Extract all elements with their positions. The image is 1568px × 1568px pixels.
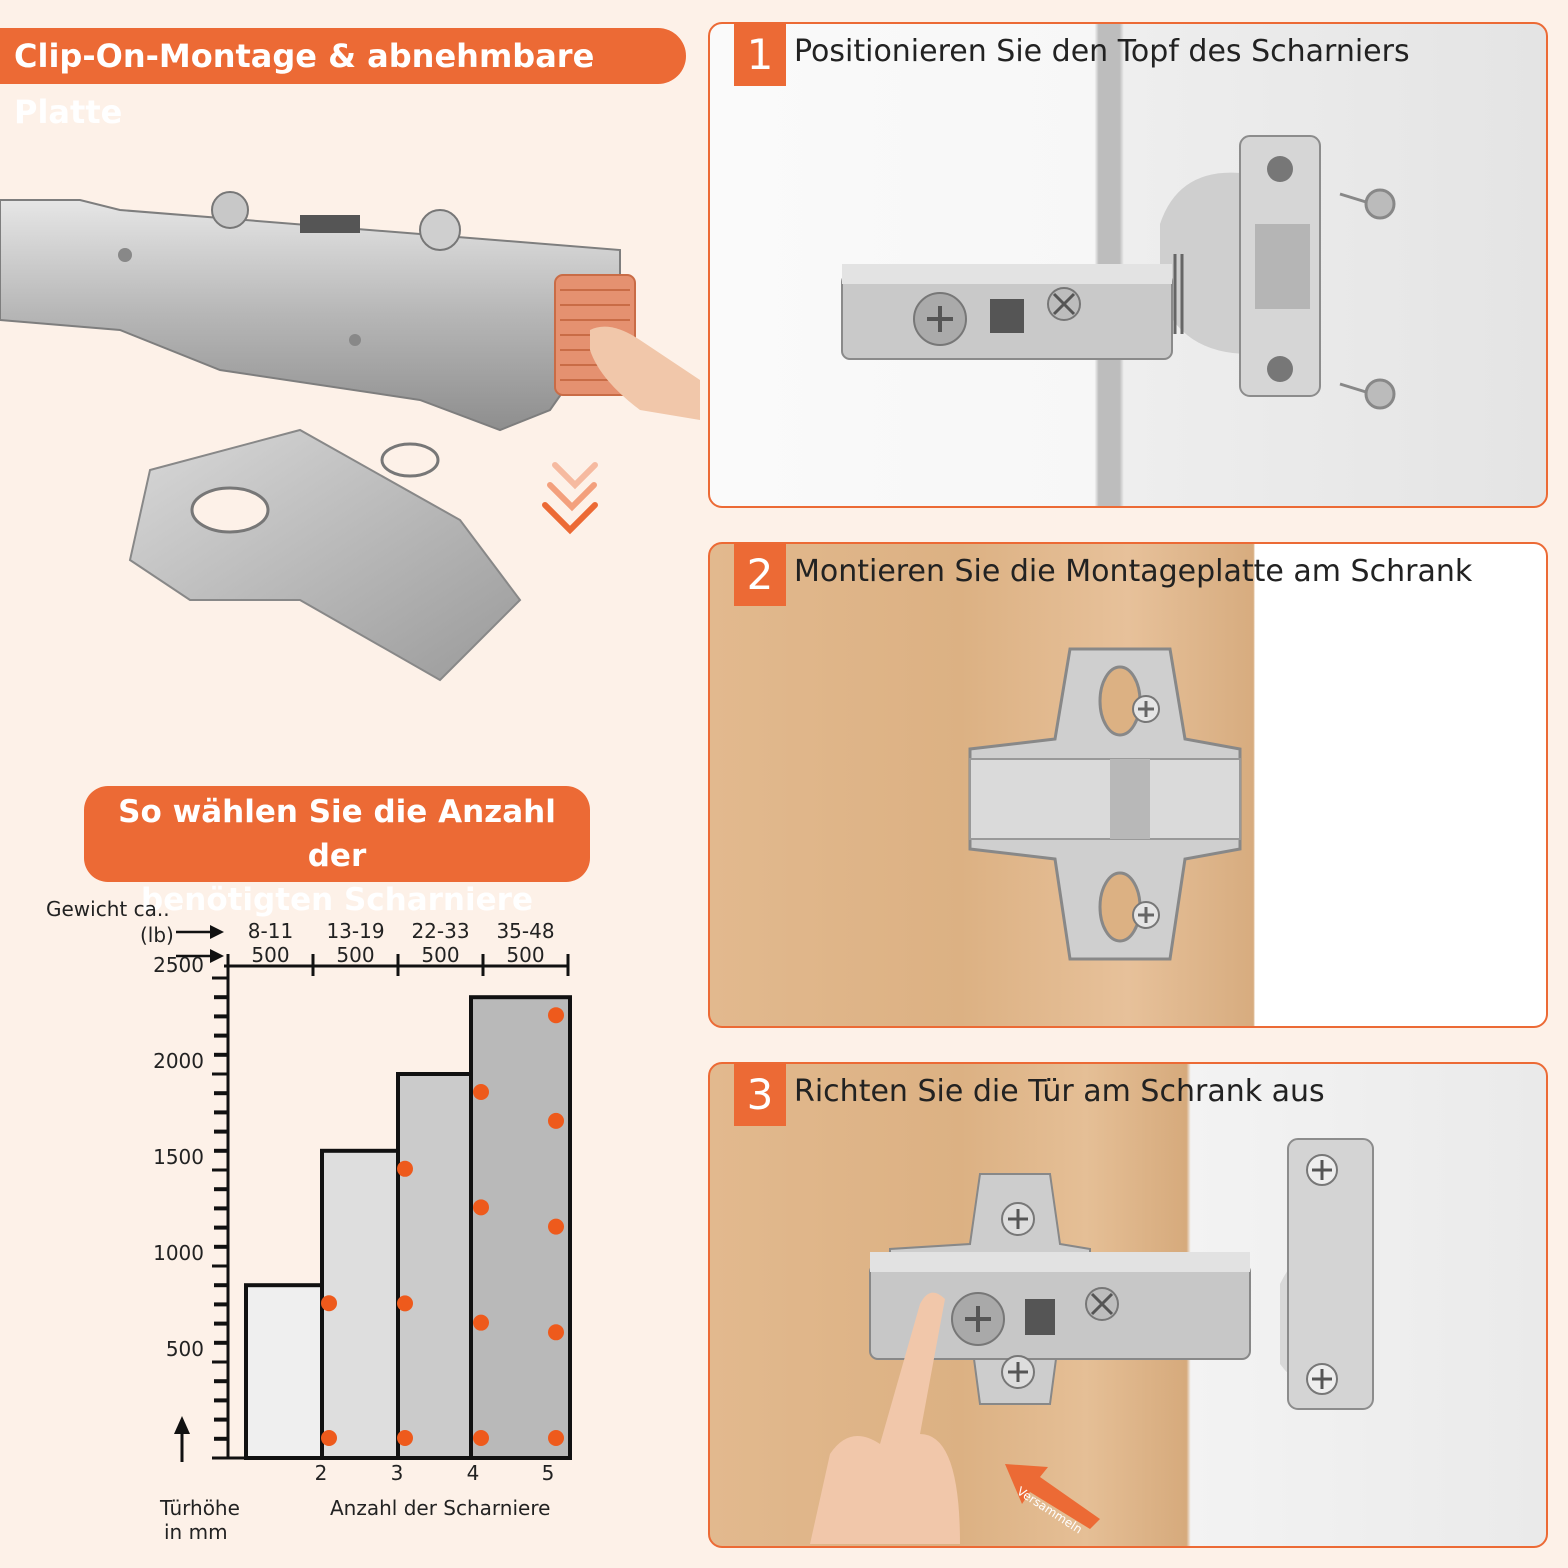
x-axis-label: Anzahl der Scharniere	[330, 1496, 550, 1520]
hinge-dot	[473, 1084, 489, 1100]
step-number: 3	[734, 1064, 786, 1126]
mounting-plate-illustration	[968, 647, 1242, 961]
width-tick-label: 500	[336, 943, 374, 967]
y-tick-label: 2000	[153, 1049, 204, 1073]
step-number: 2	[734, 544, 786, 606]
y-tick-label: 2500	[153, 953, 204, 977]
y-axis-label-line2: in mm	[164, 1520, 228, 1544]
x-tick-label: 5	[542, 1461, 555, 1485]
step-panel-3: 3 Richten Sie die Tür am Schrank aus Ver…	[708, 1062, 1548, 1548]
chart-title-line2: benötigten Scharniere	[141, 882, 533, 918]
hinge-dot	[321, 1430, 337, 1446]
hinge-dot	[397, 1160, 413, 1177]
x-tick-label: 2	[315, 1461, 328, 1485]
hinge-dot	[548, 1218, 564, 1235]
hinge-dot	[397, 1295, 413, 1312]
hinge-dot	[548, 1430, 564, 1446]
width-tick-label: 500	[251, 943, 289, 967]
weight-label-line1: Gewicht ca..	[46, 897, 170, 921]
y-axis-label-line1: Türhöhe	[159, 1496, 240, 1520]
hinge-dot	[548, 1007, 564, 1024]
hinge-dot	[473, 1199, 489, 1216]
y-tick-label: 1000	[153, 1241, 204, 1265]
weight-label-line2: (lb)	[140, 923, 174, 947]
y-tick-label: 500	[166, 1337, 204, 1361]
hinge-illustration	[0, 191, 700, 682]
hinge-dot	[548, 1112, 564, 1129]
x-tick-label: 3	[391, 1461, 404, 1485]
step-panel-1: 1 Positionieren Sie den Topf des Scharni…	[708, 22, 1548, 508]
weight-tick-label: 35-48	[496, 919, 554, 943]
hinge-dot	[548, 1324, 564, 1341]
width-tick-label: 500	[506, 943, 544, 967]
step-text: Montieren Sie die Montageplatte am Schra…	[794, 554, 1473, 589]
step-number: 1	[734, 24, 786, 86]
chart-title-line1: So wählen Sie die Anzahl der	[118, 794, 556, 874]
hinge-dot	[321, 1295, 337, 1312]
hinge-dot	[473, 1430, 489, 1446]
width-tick-label: 500	[421, 943, 459, 967]
weight-tick-label: 8-11	[248, 919, 293, 943]
assembly-arrow-icon	[1005, 1464, 1100, 1529]
chart-title: So wählen Sie die Anzahl der benötigten …	[84, 786, 590, 918]
step-text: Richten Sie die Tür am Schrank aus	[794, 1074, 1325, 1109]
step-panel-2: 2 Montieren Sie die Montageplatte am Sch…	[708, 542, 1548, 1028]
door-alignment-illustration	[810, 1138, 1374, 1544]
weight-tick-label: 22-33	[411, 919, 469, 943]
weight-arrow-icon	[176, 925, 224, 963]
hinge-cup-illustration	[841, 135, 1396, 410]
x-tick-label: 4	[467, 1461, 480, 1485]
step-text: Positionieren Sie den Topf des Scharnier…	[794, 34, 1410, 69]
y-tick-label: 1500	[153, 1145, 204, 1169]
page-title: Clip-On-Montage & abnehmbare Platte	[0, 28, 686, 131]
hinge-dot	[473, 1314, 489, 1331]
hinge-count-chart: Gewicht ca.. (lb) 8-1150013-1950022-3350…	[46, 897, 572, 1544]
weight-tick-label: 13-19	[326, 919, 384, 943]
hinge-dot	[397, 1430, 413, 1446]
up-arrow-icon	[174, 1416, 190, 1462]
